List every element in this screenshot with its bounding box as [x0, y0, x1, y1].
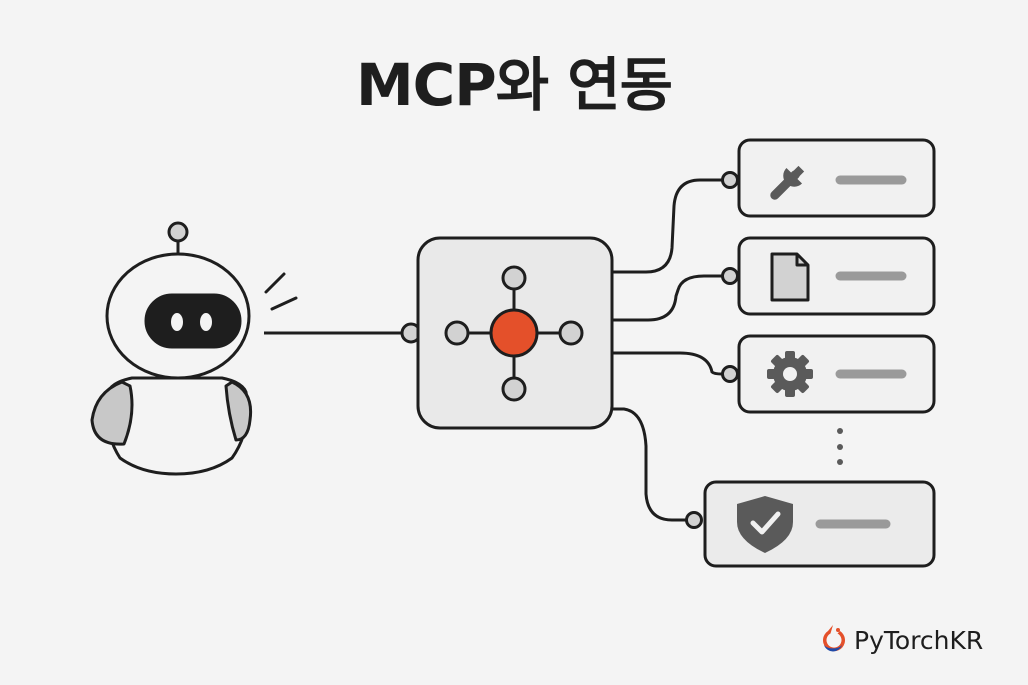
file-icon: [770, 252, 810, 302]
connection-tool-3: [612, 351, 723, 376]
tool-card-wrench: [721, 138, 936, 218]
robot-icon: [90, 221, 253, 476]
connection-tool-1: [612, 178, 722, 274]
brand-name: PyTorchKR: [854, 625, 984, 655]
shield-check-icon: [737, 496, 793, 553]
connection-tool-2: [612, 274, 724, 322]
robot-eye-left: [171, 313, 183, 331]
robot-visor: [144, 293, 242, 349]
tool-card-gear: [721, 334, 936, 414]
connection-tool-4: [612, 407, 688, 522]
more-tools-indicator: [837, 428, 843, 465]
tool-connections: [612, 178, 724, 522]
hub-center-node: [489, 308, 539, 358]
hub-node-bottom: [501, 376, 527, 402]
tool-port: [685, 511, 703, 529]
page-title: MCP와 연동: [355, 51, 673, 119]
gear-icon: [767, 351, 813, 397]
pytorchkr-logo-icon: [823, 625, 845, 652]
tool-port: [721, 365, 739, 383]
brand: PyTorchKR: [820, 620, 983, 660]
robot-eye-right: [200, 313, 212, 331]
hub-node-left: [444, 320, 470, 346]
tool-card-shield: [685, 480, 936, 568]
tool-port: [721, 171, 739, 189]
tool-port: [721, 267, 739, 285]
mcp-hub-icon: [416, 236, 614, 430]
hub-node-right: [558, 320, 584, 346]
tool-card-file: [721, 236, 936, 316]
robot-left-arm: [90, 380, 134, 446]
signal-icon: [264, 272, 298, 311]
wrench-icon: [770, 165, 805, 200]
hub-node-top: [501, 265, 527, 291]
robot-right-arm: [224, 380, 253, 442]
